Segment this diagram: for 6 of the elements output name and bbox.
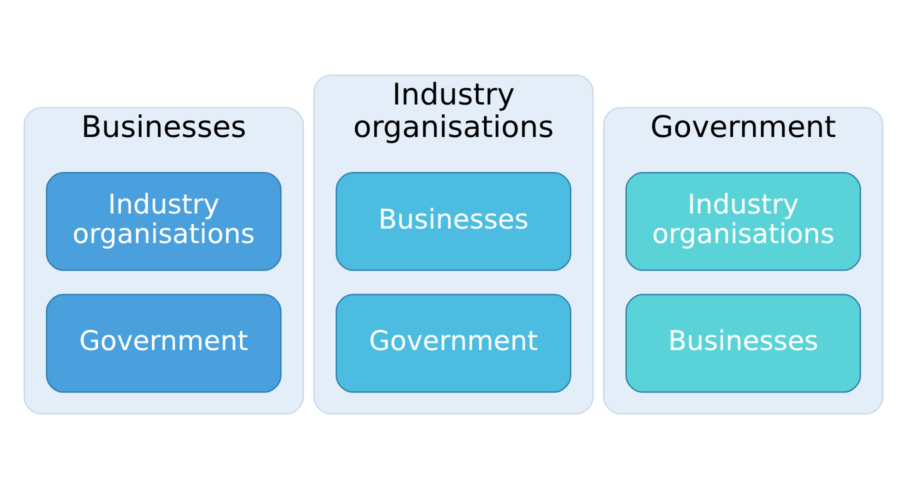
node-box: Businesses: [336, 172, 572, 270]
node-box: Government: [336, 293, 572, 392]
node-box: Industry organisations: [46, 172, 282, 270]
node-box: Government: [46, 293, 282, 392]
node-box: Businesses: [625, 293, 862, 392]
node-box: Industry organisations: [625, 172, 862, 270]
